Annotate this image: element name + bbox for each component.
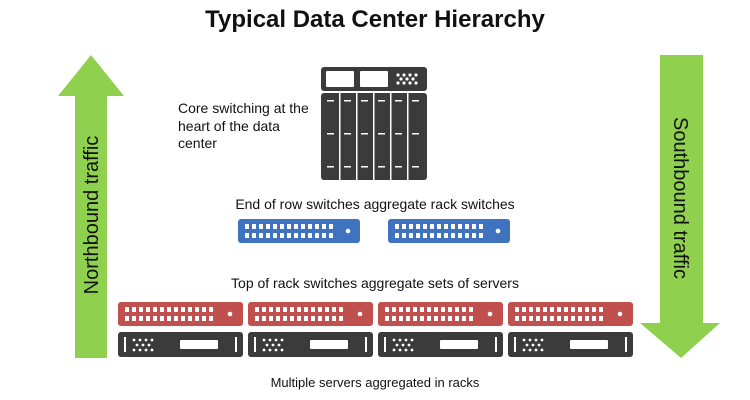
diagram-title: Typical Data Center Hierarchy [205, 6, 545, 33]
northbound-arrow-shape [58, 55, 124, 358]
top-of-rack-label: Top of rack switches aggregate sets of s… [231, 275, 519, 291]
end-of-row-label: End of row switches aggregate rack switc… [235, 196, 515, 212]
server-unit [508, 332, 633, 357]
southbound-arrow-label: Southbound traffic [669, 117, 691, 279]
end-of-row-switch [238, 219, 360, 243]
end-of-row-switch [388, 219, 510, 243]
server-unit [118, 332, 243, 357]
southbound-arrow-shape [640, 55, 720, 358]
server-unit [378, 332, 503, 357]
northbound-arrow-label: Northbound traffic [81, 136, 103, 295]
top-of-rack-switch [248, 302, 373, 326]
southbound-arrow: Southbound traffic [640, 55, 720, 358]
top-of-rack-switch [118, 302, 243, 326]
core-label: Core switching at the heart of the data … [178, 100, 309, 151]
top-of-rack-switch [508, 302, 633, 326]
server-unit [248, 332, 373, 357]
servers-label: Multiple servers aggregated in racks [270, 375, 480, 390]
core-switch-icon [321, 67, 427, 180]
top-of-rack-switch [378, 302, 503, 326]
northbound-arrow: Northbound traffic [58, 55, 124, 358]
